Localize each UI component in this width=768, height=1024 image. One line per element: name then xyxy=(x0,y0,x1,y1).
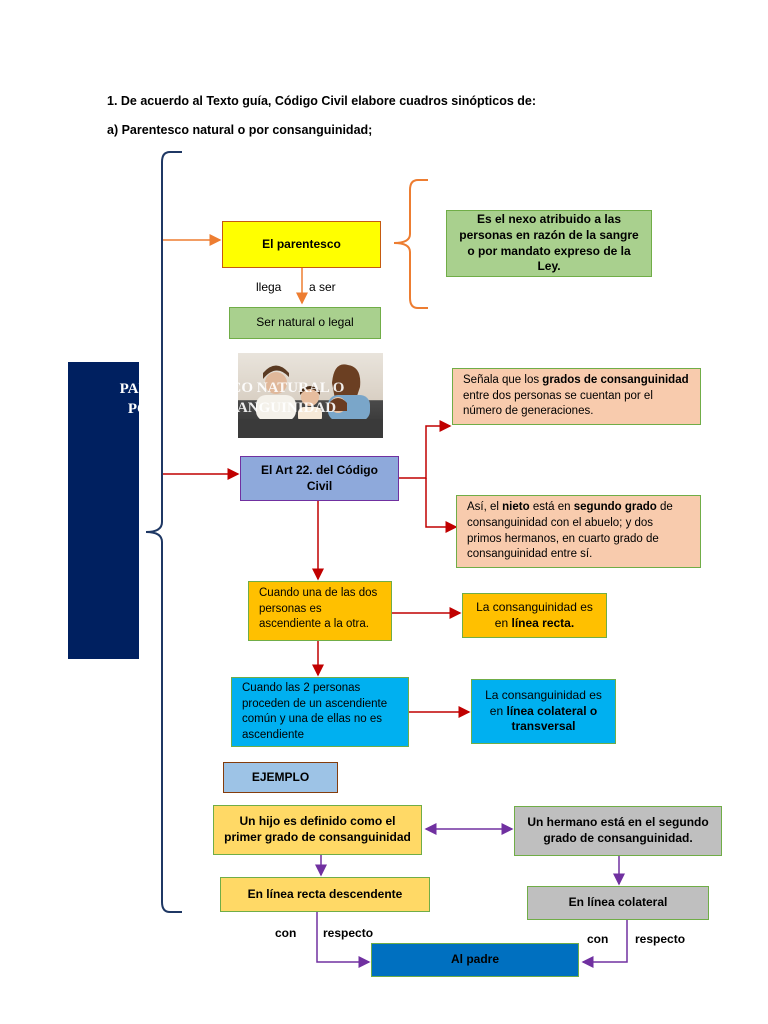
node-ejemplo: EJEMPLO xyxy=(223,762,338,793)
label-a-ser: a ser xyxy=(309,280,336,294)
label-respecto-right: respecto xyxy=(635,932,686,946)
section-subtitle: a) Parentesco natural o por consanguinid… xyxy=(107,123,373,137)
node-art22: El Art 22. del Código Civil xyxy=(240,456,399,501)
node-grados: Señala que los grados de consanguinidad … xyxy=(452,368,701,425)
node-hermano: Un hermano está en el segundo grado de c… xyxy=(514,806,722,856)
node-natural-legal: Ser natural o legal xyxy=(229,307,381,339)
node-definicion: Es el nexo atribuido a las personas en r… xyxy=(446,210,652,277)
node-hijo: Un hijo es definido como el primer grado… xyxy=(213,805,422,855)
node-ascendiente: Cuando una de las dos personas es ascend… xyxy=(248,581,392,641)
label-con-right: con xyxy=(587,932,609,946)
question-heading: 1. De acuerdo al Texto guía, Código Civi… xyxy=(107,94,537,108)
title-panel: PARENTESCO NATURAL O POR CONSANGUINIDAD xyxy=(68,362,139,659)
node-linea-recta: La consanguinidad es en línea recta. xyxy=(462,593,607,638)
label-respecto-left: respecto xyxy=(323,926,374,940)
family-photo: PARENTESCO NATURAL O POR CONSANGUINIDAD xyxy=(238,353,383,438)
definition-brace xyxy=(393,179,428,309)
node-al-padre: Al padre xyxy=(371,943,579,977)
panel-title-line2: POR CONSANGUINIDAD xyxy=(127,400,139,417)
node-recta-descendente: En línea recta descendente xyxy=(220,877,430,912)
label-con-left: con xyxy=(275,926,297,940)
node-linea-colateral: La consanguinidad es en línea colateral … xyxy=(471,679,616,744)
node-nieto: Así, el nieto está en segundo grado de c… xyxy=(456,495,701,568)
node-en-colateral: En línea colateral xyxy=(527,886,709,920)
label-llega: llega xyxy=(256,280,282,294)
main-brace xyxy=(145,151,182,913)
panel-title-line1: PARENTESCO NATURAL O xyxy=(119,381,139,397)
node-ascendiente-comun: Cuando las 2 personas proceden de un asc… xyxy=(231,677,409,747)
node-parentesco: El parentesco xyxy=(222,221,381,268)
